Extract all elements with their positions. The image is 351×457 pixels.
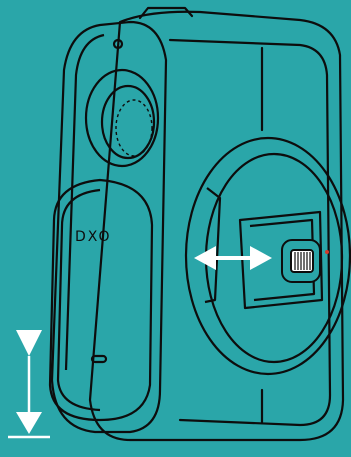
cover-panel-outline bbox=[50, 180, 152, 420]
arrow-shaft bbox=[214, 256, 254, 260]
camera-body bbox=[90, 8, 343, 440]
connector-plug-icon bbox=[282, 240, 320, 282]
cover-panel-inner bbox=[58, 190, 100, 410]
camera-body-outline bbox=[90, 12, 343, 440]
vertical-arrow-top bbox=[16, 330, 42, 356]
camera-body-inner-outline bbox=[170, 40, 330, 425]
arrow-head-right bbox=[250, 246, 272, 270]
dxo-cover-panel bbox=[50, 180, 152, 420]
arrow-head-left bbox=[194, 246, 216, 270]
vertical-arrow-bottom bbox=[16, 412, 42, 434]
front-module-inner bbox=[66, 35, 104, 370]
lens-outer-icon bbox=[86, 70, 158, 166]
front-module bbox=[52, 22, 166, 432]
lens-inner-icon bbox=[102, 86, 154, 158]
lens-dashed-icon bbox=[116, 100, 152, 156]
indicator-dot-icon bbox=[325, 250, 329, 254]
brand-logo-text: DXO bbox=[75, 229, 112, 245]
vertical-slide-arrow-icon bbox=[8, 330, 50, 437]
front-module-outline bbox=[52, 22, 166, 432]
